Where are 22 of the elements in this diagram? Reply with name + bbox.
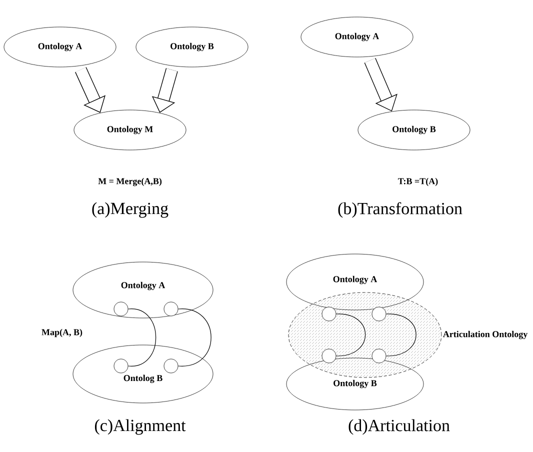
panel-caption: (d)Articulation xyxy=(348,419,450,435)
circle xyxy=(322,348,336,364)
mapping-curve xyxy=(128,308,156,366)
mapping-curve xyxy=(386,314,416,356)
panel-caption: (b)Transformation xyxy=(338,202,462,218)
formula-label: M = Merge(A,B) xyxy=(98,178,162,186)
circle xyxy=(372,306,386,322)
circle xyxy=(164,302,178,316)
mapping-curve xyxy=(178,308,212,366)
block-arrow xyxy=(364,58,398,112)
node-label: Articulation Ontology xyxy=(442,330,528,340)
formula-label: T:B =T(A) xyxy=(398,178,438,186)
block-arrow xyxy=(75,67,106,113)
panel-caption: (a)Merging xyxy=(92,202,168,218)
circle xyxy=(322,306,336,322)
circle xyxy=(114,358,128,374)
circle xyxy=(114,302,128,316)
mapping-curve xyxy=(336,314,366,356)
circle xyxy=(372,348,386,364)
circle xyxy=(164,358,178,374)
formula-label: Map(A, B) xyxy=(42,328,82,338)
panel-caption: (c)Alignment xyxy=(94,419,186,435)
